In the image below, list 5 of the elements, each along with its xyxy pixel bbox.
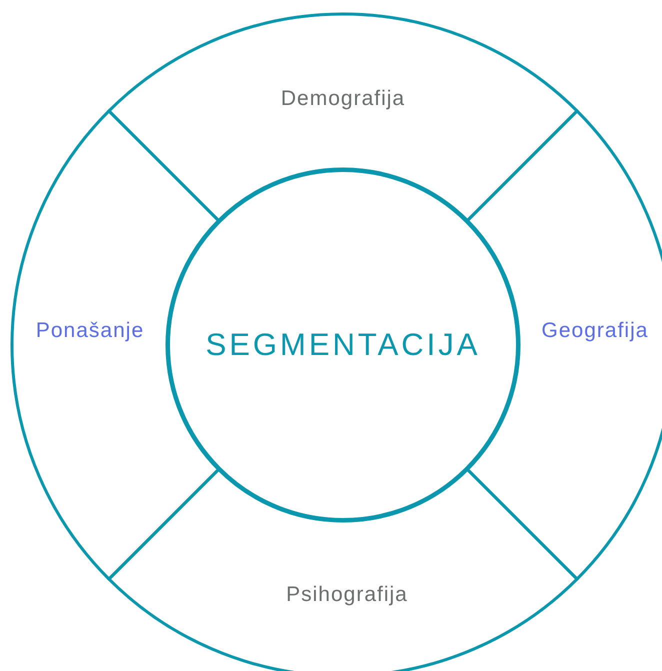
segment-label: Geografija: [542, 319, 648, 343]
segment-label: Ponašanje: [36, 319, 144, 343]
center-title: SEGMENTACIJA: [206, 327, 480, 363]
segment-label: Psihografija: [286, 583, 408, 607]
segment-label: Demografija: [280, 87, 406, 111]
